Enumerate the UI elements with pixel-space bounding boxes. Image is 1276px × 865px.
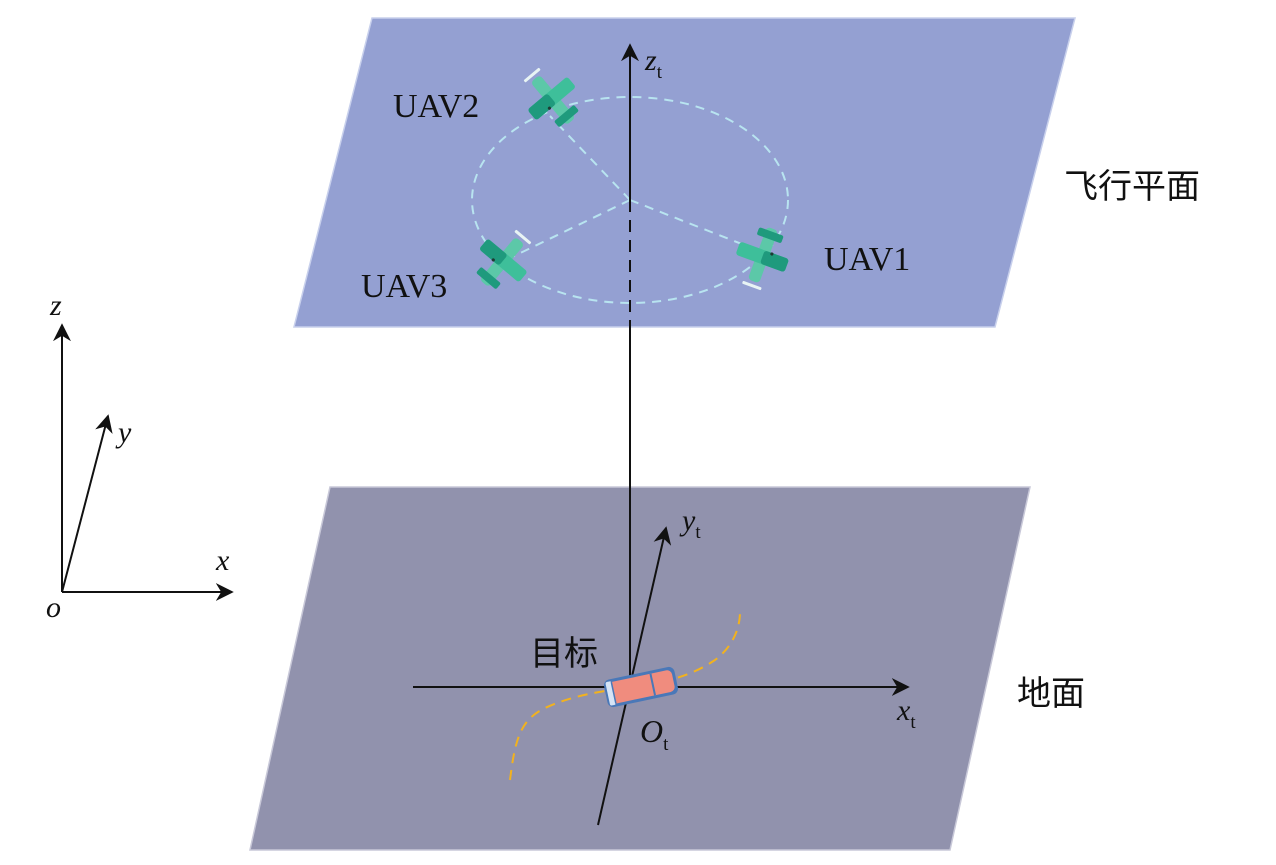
ground-plane [249, 486, 1031, 851]
uav1-icon [736, 227, 789, 291]
uav2-icon [523, 67, 579, 127]
world-frame-axes [53, 323, 234, 601]
world-y-label: y [115, 416, 132, 449]
world-origin-label: o [46, 591, 61, 624]
uav1-label: UAV1 [824, 241, 910, 278]
uav3-label: UAV3 [361, 268, 447, 305]
world-z-label: z [49, 289, 62, 322]
ground-plane-label: 地面 [1017, 674, 1085, 714]
ot-origin-label: Ot [640, 713, 669, 755]
uav2-label: UAV2 [393, 88, 479, 125]
xt-axis-label: xt [896, 694, 916, 733]
world-x-label: x [215, 544, 230, 577]
zt-axis-label: zt [644, 44, 663, 83]
formation-circle [471, 96, 789, 304]
target-label: 目标 [530, 634, 598, 674]
flight-plane-label: 飞行平面 [1064, 167, 1200, 207]
yt-axis-label: yt [679, 504, 701, 543]
target-car [603, 666, 679, 708]
uav3-icon [476, 229, 532, 289]
